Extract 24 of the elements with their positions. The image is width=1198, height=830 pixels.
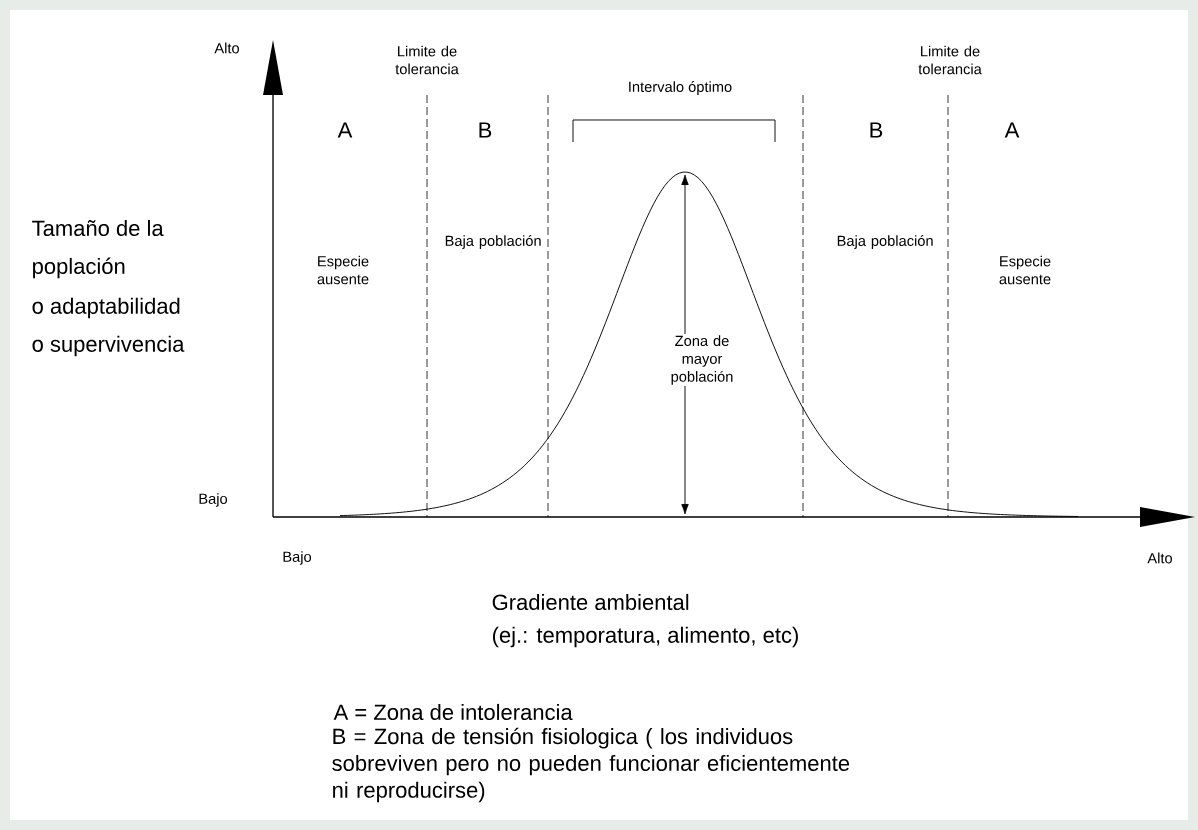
axis-title-line: Tamaño de la bbox=[32, 219, 164, 237]
axis-title-line: Gradiente ambiental bbox=[492, 593, 689, 611]
axis-title-line: o supervivencia bbox=[32, 335, 185, 357]
zone-label: Especie ausente bbox=[999, 255, 1051, 285]
zone-letter: B bbox=[479, 122, 492, 138]
zone-letter: B bbox=[870, 122, 883, 138]
bracket-label: Intervalo óptimo bbox=[629, 81, 732, 95]
note: A = Zona de intolerancia bbox=[333, 703, 573, 721]
note: B = Zona de tensión fisiologica ( los individuos sobreviven pero no pueden funcionar eficientemente ni reproducirse) bbox=[332, 727, 850, 803]
zone-label: Zona de mayor población bbox=[651, 333, 753, 387]
zone-letter: A bbox=[337, 122, 353, 138]
zone-letter: A bbox=[1004, 122, 1020, 138]
axis-end-label: Alto bbox=[214, 42, 239, 54]
axis-end-label: Bajo bbox=[199, 493, 228, 507]
axis-title-line: poplación bbox=[33, 257, 125, 279]
zone-label: Baja población bbox=[837, 235, 933, 249]
zone-label: Baja población bbox=[445, 235, 541, 249]
tolerance-limit-label: Limite de tolerancia bbox=[395, 45, 459, 75]
zone-label: Especie ausente bbox=[317, 255, 369, 285]
axis-title-line: o adaptabilidad bbox=[32, 297, 180, 319]
axis-title-line: (ej.: temporatura, alimento, etc) bbox=[492, 626, 798, 648]
axis-end-label: Alto bbox=[1147, 552, 1172, 564]
axis-end-label: Bajo bbox=[283, 551, 312, 565]
tolerance-limit-label: Limite de tolerancia bbox=[918, 45, 982, 75]
